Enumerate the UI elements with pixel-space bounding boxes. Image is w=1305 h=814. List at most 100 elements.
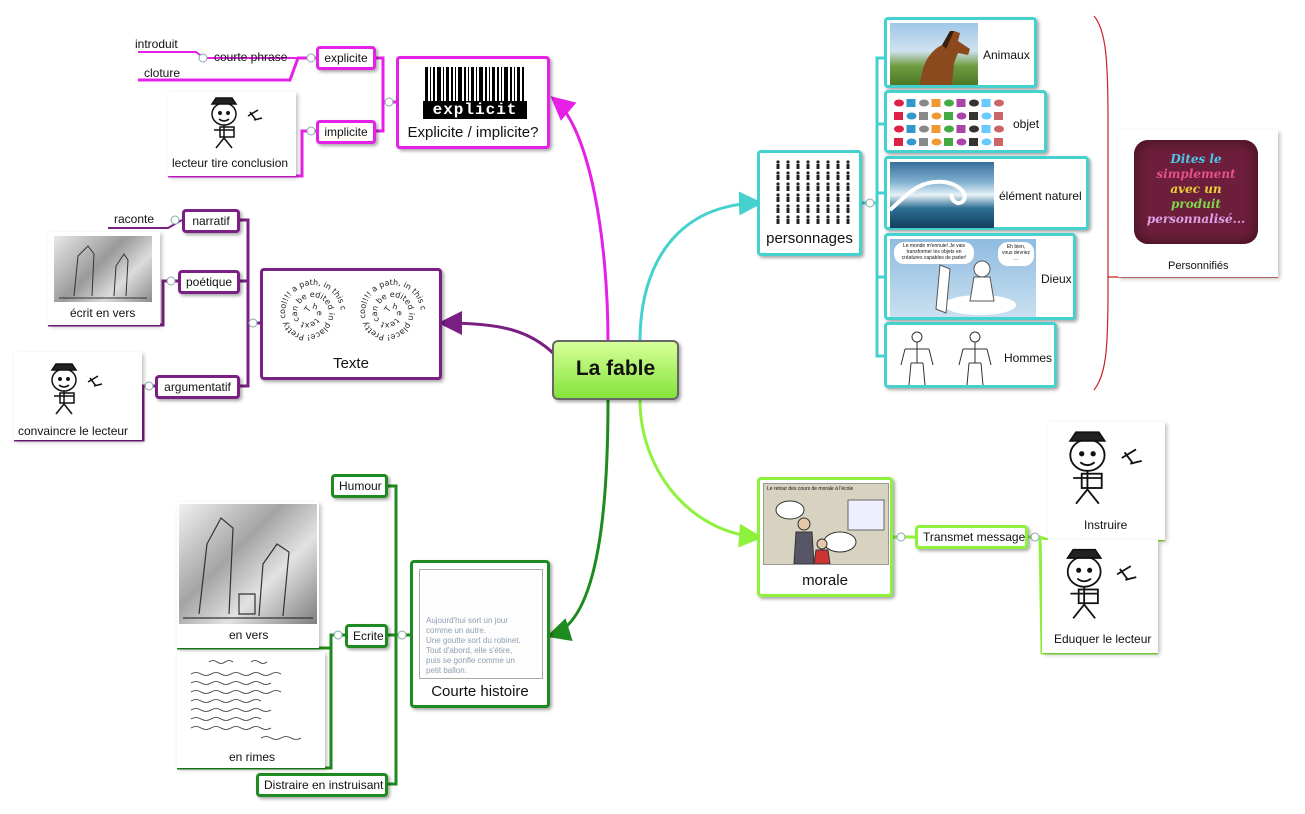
- reading-boy-icon: [50, 363, 103, 415]
- personnages-label: personnages: [766, 230, 853, 247]
- story-line: Une goutte sort du robinet.: [426, 636, 521, 645]
- en-vers-label: en vers: [229, 628, 269, 642]
- implicite-node[interactable]: implicite: [316, 120, 376, 144]
- ecrite-label: Ecrite: [353, 629, 384, 643]
- explicite-implicite-node[interactable]: explicit Explicite / implicite?: [396, 56, 550, 149]
- objects-collage-image: [894, 99, 1004, 146]
- wave-icon: [888, 179, 967, 212]
- element-naturel-label: élément naturel: [999, 189, 1082, 203]
- god-bubble-right: Eh bien, vous devriez ...: [998, 242, 1034, 266]
- engraving-image-small: [54, 236, 152, 302]
- svg-text:The text can be edited in plac: The text can be edited in place! Pretty …: [265, 273, 348, 342]
- barcode-label: explicit: [423, 101, 527, 119]
- fox-horse-icon: [59, 245, 147, 299]
- pillow-line: simplement: [1156, 167, 1236, 181]
- horse-image: [890, 23, 978, 85]
- personnages-collapse-dots: [865, 198, 875, 208]
- introduit-label[interactable]: introduit: [135, 37, 178, 51]
- reading-boy-icon: [1068, 431, 1142, 505]
- pillow-line: Dites le: [1170, 152, 1222, 166]
- god-bubble-left: Le monde m'ennuie! Je vais transformer l…: [894, 242, 974, 264]
- spiral-text-image: The text can be edited in place! Pretty …: [265, 273, 428, 342]
- reading-boy-icon: [210, 97, 263, 149]
- root-node[interactable]: La fable: [552, 340, 679, 400]
- implicite-label: implicite: [324, 125, 368, 139]
- lecteur-card[interactable]: lecteur tire conclusion: [168, 92, 296, 176]
- characters-grid-icon: [776, 160, 850, 224]
- story-line: Tout d'abord, elle s'étire,: [426, 646, 513, 655]
- instruire-card[interactable]: Instruire: [1048, 422, 1165, 540]
- story-line: puis se gonfle comme un: [426, 656, 515, 665]
- hommes-node[interactable]: Hommes: [884, 322, 1057, 388]
- barcode-image: explicit: [423, 65, 527, 119]
- personnifies-bracket: [1093, 15, 1109, 391]
- courte-phrase-label[interactable]: courte phrase: [214, 50, 288, 64]
- explicite-collapse-dots: [198, 53, 394, 136]
- morale-comic-title: Le retour des cours de morale à l'école: [767, 486, 854, 492]
- story-line: petit ballon.: [426, 666, 467, 675]
- wave-image: [888, 162, 994, 228]
- barcode-icon: [425, 67, 524, 103]
- en-rimes-card[interactable]: en rimes: [177, 652, 325, 768]
- animaux-label: Animaux: [983, 48, 1030, 62]
- ecrit-vers-label: écrit en vers: [70, 306, 136, 320]
- reading-boy-icon: [1066, 548, 1137, 619]
- raconte-label[interactable]: raconte: [114, 212, 155, 226]
- distraire-node[interactable]: Distraire en instruisant: [256, 773, 388, 797]
- cloture-label[interactable]: cloture: [144, 66, 181, 80]
- horse-icon: [920, 31, 970, 85]
- explicite-label: explicite: [324, 51, 368, 65]
- god-on-cloud-icon: [935, 260, 1016, 315]
- narratif-label: narratif: [192, 214, 230, 228]
- morale-label: morale: [802, 572, 848, 589]
- argumentatif-label: argumentatif: [164, 380, 231, 394]
- convaincre-card[interactable]: convaincre le lecteur: [14, 352, 142, 440]
- ecrite-node[interactable]: Ecrite: [345, 624, 388, 648]
- hommes-label: Hommes: [1004, 351, 1053, 365]
- root-label: La fable: [575, 357, 656, 380]
- argumentatif-node[interactable]: argumentatif: [155, 375, 240, 399]
- anatomy-figures-image: [900, 331, 992, 386]
- morale-comic-image: Le retour des cours de morale à l'école: [763, 483, 889, 565]
- courte-histoire-label: Courte histoire: [431, 683, 529, 700]
- dieux-node[interactable]: Le monde m'ennuie! Je vais transformer l…: [884, 233, 1076, 320]
- narratif-node[interactable]: narratif: [182, 209, 240, 233]
- personnages-connectors: [862, 56, 884, 358]
- personnifies-label: Personnifiés: [1168, 260, 1229, 272]
- objet-label: objet: [1013, 117, 1040, 131]
- story-line: comme un autre.: [426, 626, 487, 635]
- story-line: Aujourd'hui sort un jour: [426, 616, 509, 625]
- objet-node[interactable]: objet: [884, 90, 1047, 153]
- explicite-implicite-label: Explicite / implicite?: [407, 124, 539, 141]
- classroom-comic-icon: [775, 499, 885, 565]
- humour-node[interactable]: Humour: [331, 474, 388, 498]
- humour-label: Humour: [339, 479, 382, 493]
- eduquer-card[interactable]: Eduquer le lecteur: [1042, 540, 1158, 653]
- fox-horse-icon: [183, 517, 313, 619]
- element-naturel-node[interactable]: élément naturel: [884, 156, 1089, 230]
- eduquer-label: Eduquer le lecteur: [1054, 632, 1152, 646]
- texte-node[interactable]: The text can be edited in place! Pretty …: [260, 268, 442, 380]
- ecrit-vers-card[interactable]: écrit en vers: [48, 232, 160, 325]
- histoire-collapse-dots: [333, 630, 407, 640]
- explicite-node[interactable]: explicite: [316, 46, 376, 70]
- transmet-message-label: Transmet message: [923, 530, 1026, 544]
- pillow-line: avec un: [1170, 182, 1222, 196]
- handwriting-image: [190, 660, 302, 740]
- animaux-node[interactable]: Animaux: [884, 17, 1037, 88]
- poetique-node[interactable]: poétique: [178, 270, 240, 294]
- morale-node[interactable]: Le retour des cours de morale à l'école …: [757, 477, 893, 597]
- transmet-message-node[interactable]: Transmet message: [915, 525, 1028, 549]
- en-vers-card[interactable]: en vers: [177, 502, 319, 648]
- personnages-node[interactable]: personnages: [757, 150, 862, 256]
- morale-collapse-dots: [896, 532, 1040, 542]
- pillow-line: produit: [1171, 197, 1221, 211]
- dieux-label: Dieux: [1041, 272, 1072, 286]
